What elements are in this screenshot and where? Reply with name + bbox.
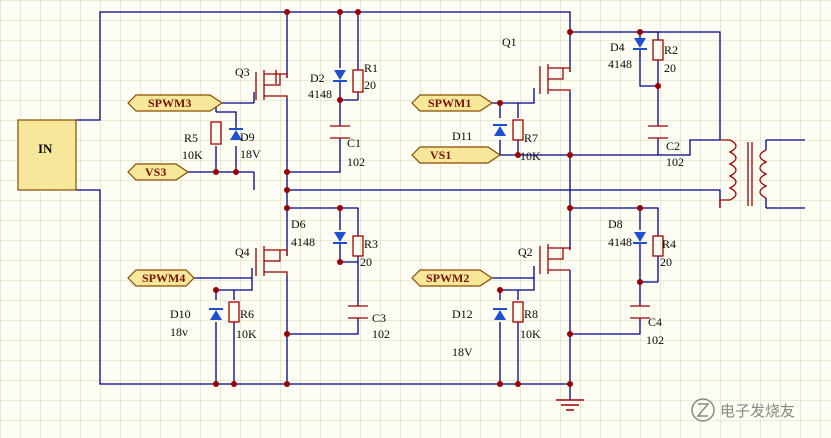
diode-d2: D2 4148 — [308, 70, 347, 101]
svg-text:R4: R4 — [662, 237, 676, 251]
port-spwm3: SPWM3 — [127, 94, 224, 112]
diode-d4: D4 4148 — [608, 38, 647, 71]
svg-text:R7: R7 — [524, 131, 538, 145]
zener-d10: D10 18v — [170, 307, 223, 339]
svg-text:10K: 10K — [520, 149, 541, 163]
svg-text:R3: R3 — [364, 237, 378, 251]
svg-text:20: 20 — [364, 78, 376, 92]
svg-text:VS3: VS3 — [145, 165, 166, 179]
svg-text:R8: R8 — [524, 307, 538, 321]
svg-text:4148: 4148 — [308, 87, 332, 101]
svg-text:20: 20 — [360, 255, 372, 269]
ground-symbol — [556, 399, 584, 411]
resistor-r2: R2 20 — [652, 39, 678, 75]
svg-text:102: 102 — [347, 155, 365, 169]
input-block: IN — [17, 119, 77, 191]
svg-text:D11: D11 — [452, 129, 472, 143]
resistor-r4: R4 20 — [652, 235, 676, 269]
svg-text:SPWM4: SPWM4 — [142, 271, 185, 285]
zener-d12: D12 18V — [452, 307, 507, 359]
capacitor-c3: C3 102 — [348, 305, 390, 341]
mosfet-q4: Q4 — [235, 245, 288, 276]
capacitor-c2: C2 102 — [648, 125, 684, 169]
svg-text:SPWM3: SPWM3 — [148, 96, 191, 110]
resistor-r7: R7 10K — [512, 119, 541, 163]
svg-text:18v: 18v — [170, 325, 188, 339]
svg-text:18V: 18V — [452, 345, 473, 359]
resistor-r6: R6 10K — [228, 301, 257, 341]
svg-text:20: 20 — [660, 255, 672, 269]
svg-text:10K: 10K — [520, 327, 541, 341]
diode-d6: D6 4148 — [291, 217, 347, 249]
svg-text:C1: C1 — [347, 136, 361, 150]
svg-text:R2: R2 — [664, 43, 678, 57]
svg-text:D8: D8 — [608, 217, 623, 231]
input-label: IN — [38, 141, 53, 156]
svg-text:102: 102 — [372, 327, 390, 341]
capacitor-c1: C1 102 — [330, 125, 365, 169]
svg-text:4148: 4148 — [608, 57, 632, 71]
svg-text:SPWM2: SPWM2 — [426, 271, 469, 285]
resistor-r5: R5 10K — [182, 121, 222, 162]
svg-text:C2: C2 — [666, 139, 680, 153]
watermark-text: 电子发烧友 — [720, 403, 795, 420]
resistor-r3: R3 20 — [352, 235, 378, 269]
svg-text:D2: D2 — [310, 71, 325, 85]
junctions — [213, 9, 661, 387]
q4-label: Q4 — [235, 245, 250, 259]
port-spwm1: SPWM1 — [411, 94, 494, 112]
svg-text:C3: C3 — [372, 311, 386, 325]
svg-text:VS1: VS1 — [430, 148, 451, 162]
svg-text:102: 102 — [646, 333, 664, 347]
watermark: 电子发烧友 — [691, 398, 795, 422]
zener-d9: D9 18V — [229, 128, 261, 161]
svg-text:R6: R6 — [240, 307, 254, 321]
mosfet-q1: Q1 — [502, 35, 571, 94]
resistor-r8: R8 10K — [512, 301, 541, 341]
svg-text:SPWM1: SPWM1 — [428, 96, 471, 110]
resistor-r1: R1 20 — [352, 61, 378, 93]
svg-text:R5: R5 — [184, 131, 198, 145]
diode-d8: D8 4148 — [608, 217, 647, 249]
port-spwm4: SPWM4 — [127, 269, 195, 287]
svg-text:20: 20 — [664, 61, 676, 75]
mosfet-q2: Q2 — [518, 244, 571, 274]
svg-text:18V: 18V — [240, 147, 261, 161]
svg-text:4148: 4148 — [608, 235, 632, 249]
svg-text:10K: 10K — [236, 327, 257, 341]
zener-d11: D11 — [452, 124, 507, 143]
q1-label: Q1 — [502, 35, 517, 49]
svg-text:D4: D4 — [610, 40, 625, 54]
capacitor-c4: C4 102 — [630, 305, 664, 347]
transformer — [719, 139, 768, 208]
svg-text:D9: D9 — [240, 130, 255, 144]
mosfet-q3: Q3 — [235, 65, 288, 100]
svg-text:D12: D12 — [452, 307, 473, 321]
svg-text:10K: 10K — [182, 148, 203, 162]
svg-text:C4: C4 — [648, 315, 662, 329]
svg-text:R1: R1 — [364, 61, 378, 75]
port-spwm2: SPWM2 — [411, 269, 494, 287]
q3-label: Q3 — [235, 65, 250, 79]
svg-text:D6: D6 — [291, 217, 306, 231]
svg-text:4148: 4148 — [291, 235, 315, 249]
port-vs1: VS1 — [411, 146, 502, 164]
svg-text:102: 102 — [666, 155, 684, 169]
port-vs3: VS3 — [127, 163, 190, 181]
q2-label: Q2 — [518, 245, 533, 259]
svg-text:D10: D10 — [170, 307, 191, 321]
